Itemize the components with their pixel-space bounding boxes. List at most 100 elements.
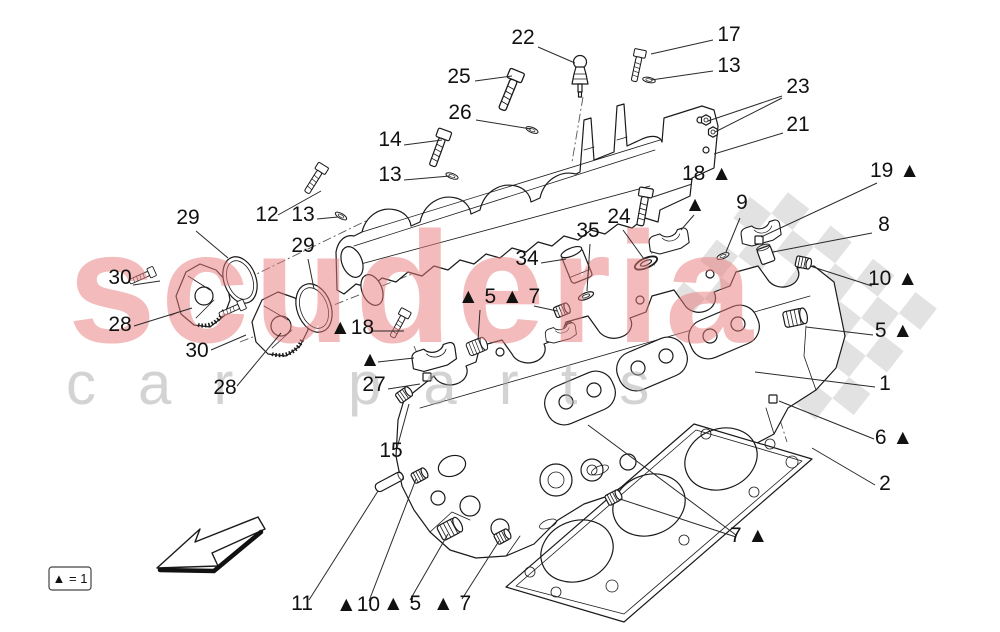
leader-line-18r: [652, 183, 693, 198]
callout-17[interactable]: 17: [717, 23, 740, 46]
callout-35[interactable]: 35: [576, 219, 599, 242]
head-gasket-drawing: [505, 423, 813, 623]
dowel-11: [373, 470, 406, 494]
callout-18l[interactable]: ▲18: [330, 316, 374, 339]
intake-manifold-drawing: [335, 103, 719, 306]
leader-line-25: [474, 75, 513, 82]
callout-13b[interactable]: 13: [378, 163, 401, 186]
leader-line-7t: [533, 305, 558, 312]
flag-cell: [861, 296, 899, 335]
cap-8: [756, 243, 776, 265]
pin-6: [768, 394, 778, 404]
nut-23-a: [700, 114, 712, 126]
callout-18r[interactable]: 18 ▲: [682, 162, 732, 185]
callout-15[interactable]: 15: [379, 439, 402, 462]
callout-29b[interactable]: 29: [291, 234, 314, 257]
leader-line-9: [725, 217, 741, 253]
screw-10-right: [794, 255, 814, 271]
callout-1[interactable]: 1: [879, 372, 891, 395]
washer-26: [524, 124, 540, 136]
callout-34[interactable]: 34: [515, 247, 539, 270]
callout-13a[interactable]: 13: [717, 54, 740, 77]
callout-5t[interactable]: ▲ 5: [458, 285, 496, 308]
leader-line-12: [277, 190, 322, 216]
leader-line-23: [707, 95, 783, 122]
callout-12[interactable]: 12: [255, 203, 278, 226]
flange-assembly-left: [127, 256, 333, 358]
leader-line-34: [540, 258, 567, 264]
callout-28a[interactable]: 28: [108, 313, 131, 336]
leader-line-17: [650, 39, 714, 55]
callout-11[interactable]: 11: [291, 592, 313, 615]
leader-line-6r: [778, 400, 875, 440]
bolt-25: [494, 67, 526, 114]
callout-30a[interactable]: 30: [108, 266, 131, 289]
legend-box: [48, 566, 92, 591]
leader-line-10r: [809, 265, 873, 287]
callout-5b[interactable]: ▲ 5: [383, 592, 421, 615]
callout-10l[interactable]: ▲10: [336, 593, 380, 616]
flag-cell: [832, 377, 871, 415]
callout-13c[interactable]: 13: [291, 203, 314, 226]
leader-line-triB: [377, 357, 415, 363]
callout-triB[interactable]: ▲: [360, 348, 381, 371]
callout-27[interactable]: 27: [362, 373, 385, 396]
callout-14[interactable]: 14: [378, 128, 402, 151]
leader-line-29a: [195, 230, 229, 259]
lifter-34: [560, 245, 593, 284]
leader-line-30a: [132, 280, 161, 286]
bolt-12: [301, 161, 330, 197]
leader-line-28a: [133, 307, 193, 327]
direction-arrow-icon: [156, 516, 266, 574]
callout-23[interactable]: 23: [786, 75, 809, 98]
leader-line-13c: [316, 216, 339, 220]
leader-line-19r: [760, 182, 878, 238]
callout-5r[interactable]: 5 ▲: [875, 319, 913, 342]
leader-line-24: [622, 229, 645, 260]
leader-line-7r: [587, 424, 737, 536]
leader-line-5r: [805, 326, 874, 336]
callout-26[interactable]: 26: [448, 101, 471, 124]
watermark-word-top: scuderia: [68, 200, 758, 376]
leader-line-27: [387, 383, 421, 390]
callout-7b[interactable]: ▲ 7: [433, 592, 471, 615]
drawing-layer: [127, 47, 846, 623]
callout-triA[interactable]: ▲: [685, 193, 706, 216]
small-parts: [301, 47, 814, 546]
leader-line-28b: [236, 332, 282, 387]
leader-line-35: [586, 243, 591, 292]
leader-line-triA: [680, 214, 695, 231]
leader-lines: [132, 39, 878, 602]
callout-30b[interactable]: 30: [185, 339, 208, 362]
leader-line-10l: [368, 478, 417, 602]
leader-line-2: [811, 447, 876, 486]
callout-6r[interactable]: 6 ▲: [875, 426, 913, 449]
flange-28-b: [251, 291, 309, 357]
callout-8[interactable]: 8: [878, 213, 890, 236]
leader-line-1: [754, 371, 876, 388]
callout-7t[interactable]: ▲ 7: [502, 285, 540, 308]
flag-cell: [813, 225, 852, 264]
callout-9[interactable]: 9: [736, 191, 748, 214]
leader-line-11: [308, 490, 379, 601]
leader-line-29b: [307, 258, 315, 290]
callout-29a[interactable]: 29: [176, 206, 199, 229]
callout-25[interactable]: 25: [447, 65, 470, 88]
callout-22[interactable]: 22: [511, 26, 534, 49]
callout-7r[interactable]: 7 ▲: [730, 524, 768, 547]
flag-cell: [733, 196, 772, 235]
leader-line-7b: [461, 540, 500, 600]
callout-19r[interactable]: 19 ▲: [870, 159, 920, 182]
callout-21[interactable]: 21: [786, 113, 809, 136]
callout-28b[interactable]: 28: [213, 376, 236, 399]
flag-cell: [865, 334, 904, 373]
leader-line-7r: [619, 498, 737, 538]
callout-24[interactable]: 24: [607, 205, 631, 228]
callout-2[interactable]: 2: [879, 472, 891, 495]
seal-ring-29-b: [295, 283, 333, 333]
callout-10r[interactable]: 10 ▲: [868, 267, 918, 290]
flag-cell: [856, 258, 895, 297]
legend-label: ▲ = 1: [53, 571, 88, 586]
